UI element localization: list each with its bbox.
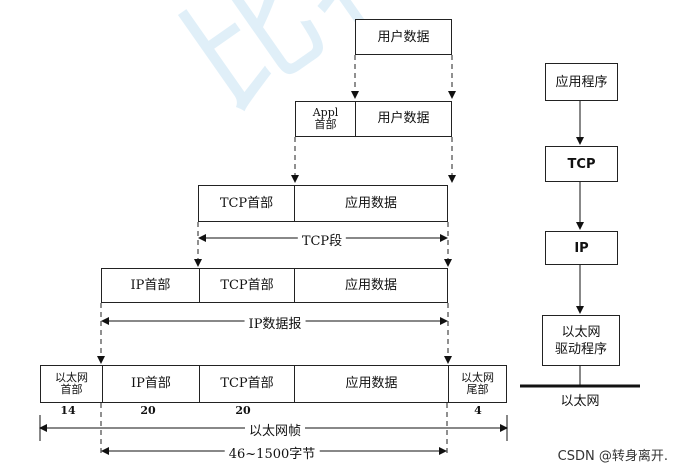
app-user-data-cell: 用户数据: [355, 102, 451, 136]
ip-datagram-row: IP首部 TCP首部 应用数据: [101, 268, 448, 303]
stack-application: 应用程序: [545, 63, 618, 101]
tcp-app-data-cell: 应用数据: [294, 186, 447, 221]
payload-size-label: 46~1500字节: [224, 443, 320, 462]
user-data-box: 用户数据: [355, 19, 452, 55]
size-ip-header: 20: [140, 404, 156, 417]
ip-app-data-cell: 应用数据: [294, 269, 447, 302]
eth-ip-header-cell: IP首部: [102, 366, 199, 402]
ip-datagram-label: IP数据报: [244, 313, 306, 332]
eth-tcp-header-cell: TCP首部: [199, 366, 294, 402]
user-data-label: 用户数据: [377, 29, 430, 45]
ip-tcp-header-cell: TCP首部: [199, 269, 294, 302]
size-eth-header: 14: [60, 404, 76, 417]
stack-tcp: TCP: [545, 146, 618, 182]
stack-ethernet-medium: 以太网: [560, 394, 600, 409]
eth-app-data-cell: 应用数据: [294, 366, 448, 402]
tcp-segment-row: TCP首部 应用数据: [198, 185, 448, 222]
credit-text: CSDN @转身离开.: [557, 449, 668, 464]
size-eth-trailer: 4: [474, 404, 482, 417]
stack-ethernet-driver: 以太网 驱动程序: [542, 315, 620, 366]
size-tcp-header: 20: [235, 404, 251, 417]
eth-trailer-cell: 以太网 尾部: [448, 366, 506, 402]
app-layer-row: Appl 首部 用户数据: [295, 101, 452, 137]
appl-header-cell: Appl 首部: [312, 106, 339, 131]
ethernet-frame-label: 以太网帧: [244, 420, 306, 439]
ip-header-cell: IP首部: [130, 277, 171, 293]
ethernet-frame-row: 以太网 首部 IP首部 TCP首部 应用数据 以太网 尾部: [40, 365, 507, 403]
tcp-header-cell: TCP首部: [219, 195, 274, 211]
stack-ip: IP: [545, 231, 618, 265]
tcp-segment-label: TCP段: [297, 230, 347, 249]
eth-header-cell: 以太网 首部: [55, 371, 88, 396]
